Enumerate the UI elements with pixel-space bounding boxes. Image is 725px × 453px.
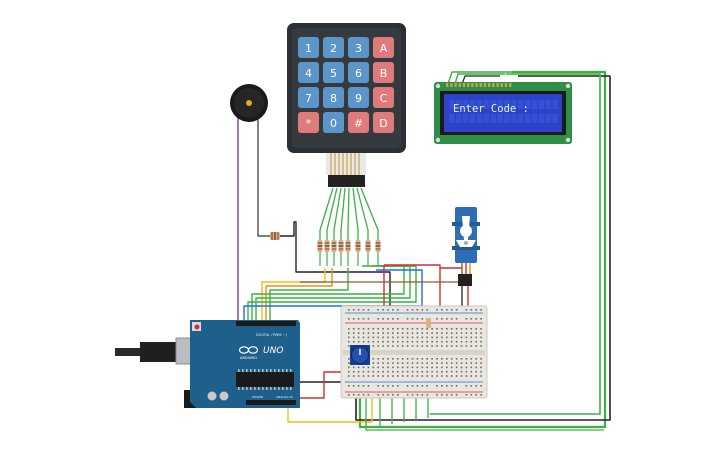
resistor [345,240,351,266]
arduino-logo [238,346,259,354]
wire-5v-red [300,371,352,399]
wire-lcd-black-loop [355,75,611,421]
keypad-key-label: 4 [305,67,312,80]
keypad-key-3[interactable]: 3 [348,37,369,58]
keypad-key-#[interactable]: # [348,112,369,133]
keypad-key-D[interactable]: D [373,112,394,133]
keypad-key-*[interactable]: * [298,112,319,133]
resistor [365,240,371,266]
servo-motor[interactable] [452,207,480,286]
keypad-key-label: 9 [355,92,362,105]
keypad-resistors [317,240,381,266]
keypad-key-label: 3 [355,42,362,55]
keypad-key-label: 0 [330,117,337,130]
keypad-key-label: * [306,117,312,130]
arduino-brand: ARDUINO [240,356,257,360]
keypad-key-label: # [354,117,363,130]
keypad-key-4[interactable]: 4 [298,62,319,83]
arduino-uno[interactable]: DIGITAL (PWM ~) UNO ARDUINO POWER ANALOG… [115,320,300,408]
power-label: POWER [252,395,263,399]
resistor [355,240,361,266]
keypad-connector [328,175,365,187]
buzzer-hole [246,100,252,106]
wire-buzzer-lead [257,110,272,237]
keypad-key-label: 5 [330,67,337,80]
atmega-chip [236,372,294,387]
analog-label: ANALOG IN [276,395,293,399]
keypad-key-6[interactable]: 6 [348,62,369,83]
keypad-key-7[interactable]: 7 [298,87,319,108]
wire-servo-red [384,264,462,269]
buzzer[interactable] [230,84,268,122]
keypad-key-A[interactable]: A [373,37,394,58]
keypad-ribbon [326,153,366,175]
keypad-key-label: B [380,67,388,80]
buzzer-resistor [270,232,280,240]
keypad-key-2[interactable]: 2 [323,37,344,58]
power-header [246,400,296,405]
resistor [375,240,381,266]
keypad-key-5[interactable]: 5 [323,62,344,83]
wire-lcd-green-2 [430,73,601,415]
keypad-key-label: 7 [305,92,312,105]
keypad-key-C[interactable]: C [373,87,394,108]
arduino-model: UNO [263,346,283,356]
breadboard-resistor [426,318,431,328]
resistor [331,240,337,266]
lcd-display[interactable]: Enter Code : [434,82,572,144]
resistor [317,240,323,266]
keypad-key-label: 2 [330,42,337,55]
keypad-key-8[interactable]: 8 [323,87,344,108]
keypad[interactable]: 1 2 3 A 4 5 6 B 7 8 9 C * 0 # D [287,23,406,187]
keypad-key-B[interactable]: B [373,62,394,83]
breadboard[interactable] [340,305,488,399]
resistor [324,240,330,266]
wire-lcd-green-loop [358,70,607,429]
keypad-key-0[interactable]: 0 [323,112,344,133]
resistor [338,240,344,266]
keypad-key-1[interactable]: 1 [298,37,319,58]
keypad-key-label: C [380,92,388,105]
keypad-key-label: A [380,42,388,55]
keypad-key-label: 8 [330,92,337,105]
servo-connector [458,274,472,286]
digital-label: DIGITAL (PWM ~) [256,333,288,337]
arduino-usb-cable [115,348,143,356]
keypad-key-9[interactable]: 9 [348,87,369,108]
digital-header [236,321,296,326]
potentiometer[interactable] [350,345,370,365]
lcd-line-1: Enter Code : [453,103,529,115]
keypad-key-label: 6 [355,67,362,80]
keypad-key-label: D [379,117,387,130]
keypad-key-label: 1 [305,42,312,55]
